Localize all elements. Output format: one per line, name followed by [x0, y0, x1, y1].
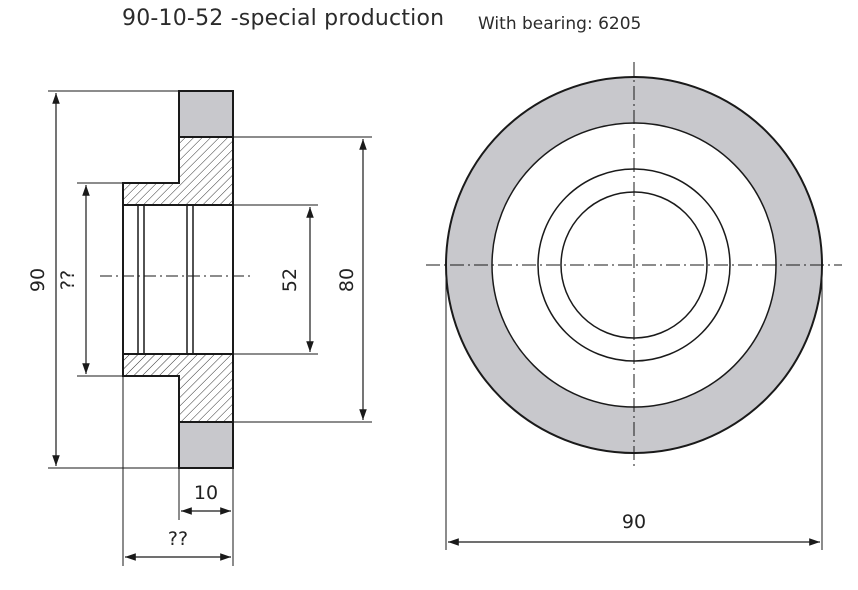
drawing-title: 90-10-52 -special production — [122, 6, 445, 31]
hub-section-bottom — [122, 353, 234, 423]
dim-label-outer-90: 90 — [27, 268, 49, 292]
side-view — [48, 90, 372, 566]
rim-section-bottom — [178, 421, 234, 469]
dim-label-overall: ?? — [168, 528, 188, 550]
dim-label-shoulder-80: 80 — [336, 268, 358, 292]
front-view — [426, 62, 842, 550]
dim-label-hub: ?? — [57, 270, 79, 290]
dim-label-front-90: 90 — [622, 511, 646, 533]
dim-label-width-10: 10 — [194, 482, 218, 504]
bearing-note: With bearing: 6205 — [478, 14, 642, 34]
dim-label-bore-52: 52 — [279, 268, 301, 292]
hub-section-top — [122, 136, 234, 206]
rim-section-top — [178, 90, 234, 138]
bore-outline — [122, 204, 234, 355]
